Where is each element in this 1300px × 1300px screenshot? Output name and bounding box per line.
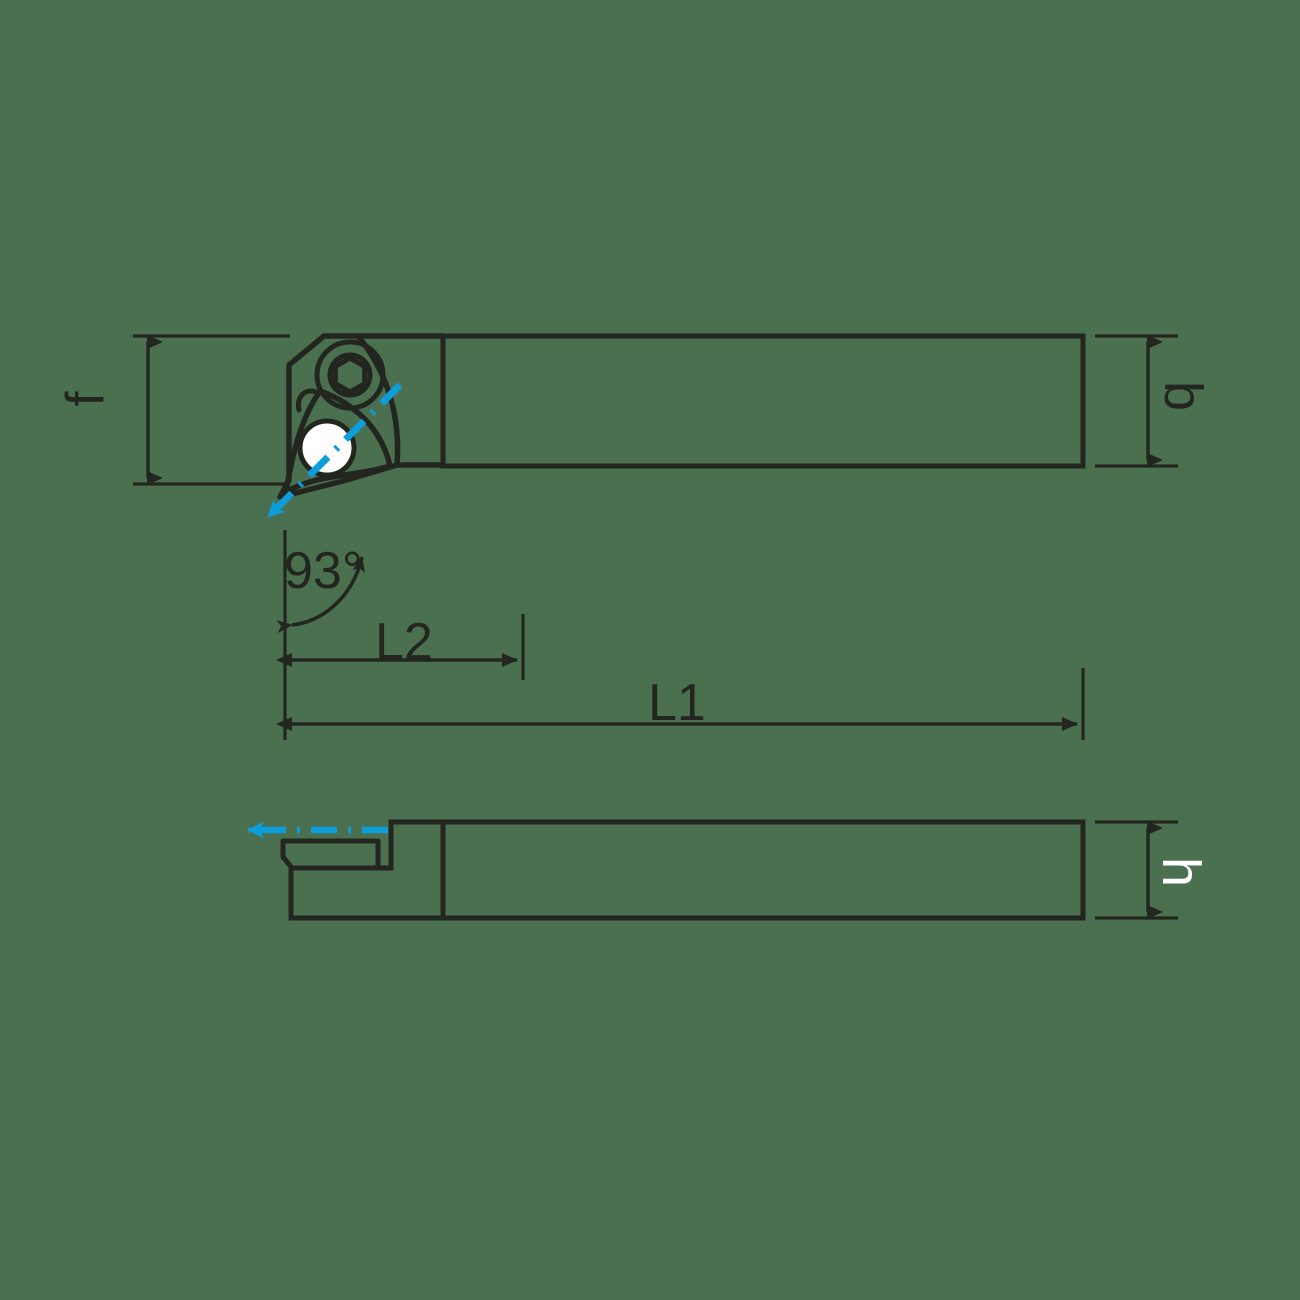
clamp-screw-inner-circle	[327, 352, 373, 398]
lead-angle-annotation	[276, 530, 365, 668]
dimension-h	[1095, 820, 1178, 920]
centerline-blue-arrow	[265, 382, 403, 520]
cutting-direction-centerline	[265, 382, 403, 520]
insert-centre-hole	[297, 418, 357, 478]
insert-shim-tab	[295, 388, 319, 413]
dimension-f	[133, 334, 290, 486]
dimension-label-h: h	[1151, 856, 1212, 888]
dimension-l2	[276, 614, 525, 680]
dimension-label-l1: L1	[648, 674, 706, 732]
dimension-label-l2: L2	[375, 613, 433, 671]
clamp-screw-outer-circle	[314, 339, 386, 411]
side-view-outline	[288, 819, 1086, 921]
dimension-label-b: b	[1153, 380, 1214, 412]
dimension-label-angle: 93°	[284, 542, 363, 600]
clamp-screw	[314, 339, 386, 411]
side-view-shank	[280, 819, 1086, 921]
cutting-insert	[283, 388, 393, 495]
insert-outline	[283, 388, 393, 495]
dimension-label-f: f	[55, 391, 116, 407]
dimension-b	[1095, 334, 1178, 468]
dimension-l1	[276, 668, 1085, 740]
top-view-shank	[440, 333, 1086, 469]
side-view-insert-seat	[280, 838, 381, 871]
clamp-screw-hex-socket	[332, 355, 368, 395]
angle-arc-arrow	[276, 556, 365, 634]
